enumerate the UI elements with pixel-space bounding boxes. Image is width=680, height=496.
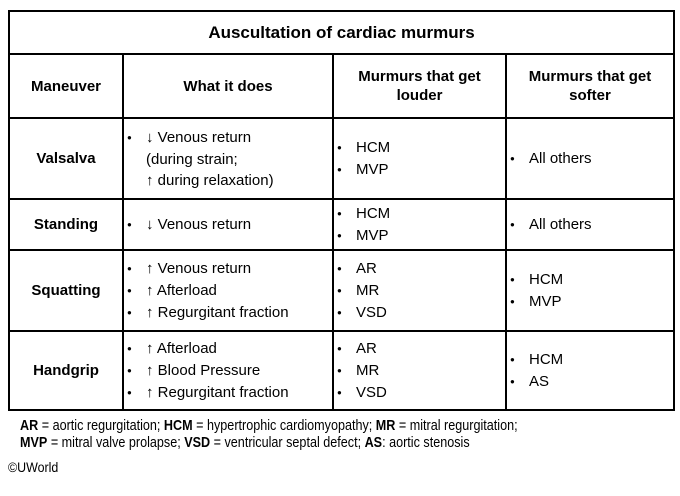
abbr-mvp: MVP xyxy=(20,433,48,451)
abbr-as-definition: : aortic stenosis xyxy=(382,433,470,451)
table-row-squatting: Squatting ↑ Venous return ↑ Afterload ↑ … xyxy=(8,249,676,332)
bullet-item: HCM xyxy=(334,137,505,159)
bullet-list: ↓ Venous return (during strain; ↑ during… xyxy=(124,127,332,191)
bullet-list: ↑ Venous return ↑ Afterload ↑ Regurgitan… xyxy=(124,258,332,324)
abbreviations-footnote: AR = aortic regurgitation; HCM = hypertr… xyxy=(20,417,675,452)
maneuver-cell: Valsalva xyxy=(8,117,124,200)
col-header-murmurs-softer: Murmurs that get softer xyxy=(504,53,676,119)
louder-cell: HCM MVP xyxy=(332,198,507,251)
what-it-does-cell: ↑ Venous return ↑ Afterload ↑ Regurgitan… xyxy=(122,249,334,332)
bullet-item: VSD xyxy=(334,382,505,404)
bullet-item: MR xyxy=(334,360,505,382)
bullet-item: MVP xyxy=(507,291,673,313)
louder-cell: AR MR VSD xyxy=(332,249,507,332)
softer-cell: All others xyxy=(504,198,676,251)
bullet-item: MVP xyxy=(334,225,505,247)
bullet-item: MVP xyxy=(334,159,505,181)
abbr-hcm-definition: = hypertrophic cardiomyopathy; xyxy=(192,417,376,434)
what-it-does-cell: ↓ Venous return xyxy=(122,198,334,251)
bullet-item: AS xyxy=(507,371,673,393)
bullet-item-continuation: ↑ during relaxation) xyxy=(146,171,274,189)
murmurs-table: Auscultation of cardiac murmurs Maneuver… xyxy=(7,10,676,411)
abbr-ar: AR xyxy=(20,417,39,434)
softer-cell: All others xyxy=(504,117,676,200)
maneuver-cell: Standing xyxy=(8,198,124,251)
bullet-item: AR xyxy=(334,338,505,360)
abbr-as: AS xyxy=(364,433,383,451)
bullet-item: VSD xyxy=(334,302,505,324)
bullet-item: HCM xyxy=(334,203,505,225)
table-title: Auscultation of cardiac murmurs xyxy=(7,10,676,55)
bullet-list: ↓ Venous return xyxy=(124,214,332,236)
softer-cell: HCM MVP xyxy=(504,249,676,332)
bullet-list: AR MR VSD xyxy=(334,338,505,404)
bullet-item: All others xyxy=(507,148,673,170)
bullet-item: ↑ Venous return xyxy=(124,258,332,280)
abbr-mr: MR xyxy=(375,417,396,434)
abbr-mvp-definition: = mitral valve prolapse; xyxy=(47,433,185,451)
bullet-item: ↑ Afterload xyxy=(124,338,332,360)
abbr-ar-definition: = aortic regurgitation; xyxy=(38,417,164,434)
bullet-list: HCM AS xyxy=(507,349,673,393)
bullet-list: HCM MVP xyxy=(507,269,673,313)
louder-cell: HCM MVP xyxy=(332,117,507,200)
title-row: Auscultation of cardiac murmurs xyxy=(7,10,676,55)
bullet-list: All others xyxy=(507,148,673,170)
maneuver-cell: Handgrip xyxy=(8,330,124,411)
abbr-hcm: HCM xyxy=(163,417,193,434)
abbr-vsd: VSD xyxy=(184,433,211,451)
bullet-list: HCM MVP xyxy=(334,203,505,247)
bullet-item: ↑ Afterload xyxy=(124,280,332,302)
bullet-list: AR MR VSD xyxy=(334,258,505,324)
softer-cell: HCM AS xyxy=(504,330,676,411)
bullet-item: HCM xyxy=(507,349,673,371)
col-header-what-it-does: What it does xyxy=(122,53,334,119)
footnote-line-2: MVP = mitral valve prolapse; VSD = ventr… xyxy=(20,433,675,452)
bullet-item: MR xyxy=(334,280,505,302)
bullet-list: HCM MVP xyxy=(334,137,505,181)
table-row-handgrip: Handgrip ↑ Afterload ↑ Blood Pressure ↑ … xyxy=(8,330,676,411)
bullet-item: ↑ Blood Pressure xyxy=(124,360,332,382)
table-row-standing: Standing ↓ Venous return HCM MVP All oth… xyxy=(8,198,676,251)
bullet-item: AR xyxy=(334,258,505,280)
abbr-vsd-definition: = ventricular septal defect; xyxy=(210,433,365,451)
col-header-maneuver: Maneuver xyxy=(8,53,124,119)
bullet-item-continuation: (during strain; xyxy=(146,150,238,168)
bullet-item: HCM xyxy=(507,269,673,291)
table-row-valsalva: Valsalva ↓ Venous return (during strain;… xyxy=(8,117,676,200)
header-row: Maneuver What it does Murmurs that get l… xyxy=(8,53,676,119)
footnote-line-1: AR = aortic regurgitation; HCM = hypertr… xyxy=(20,417,675,435)
bullet-item: All others xyxy=(507,214,673,236)
copyright: ©UWorld xyxy=(8,460,59,475)
what-it-does-cell: ↓ Venous return (during strain; ↑ during… xyxy=(122,117,334,200)
col-header-murmurs-louder: Murmurs that get louder xyxy=(332,53,507,119)
maneuver-cell: Squatting xyxy=(8,249,124,332)
bullet-item: ↓ Venous return xyxy=(124,214,332,236)
bullet-item: ↑ Regurgitant fraction xyxy=(124,302,332,324)
louder-cell: AR MR VSD xyxy=(332,330,507,411)
bullet-item: ↑ Regurgitant fraction xyxy=(124,382,332,404)
bullet-list: All others xyxy=(507,214,673,236)
abbr-mr-definition: = mitral regurgitation; xyxy=(395,417,518,434)
what-it-does-cell: ↑ Afterload ↑ Blood Pressure ↑ Regurgita… xyxy=(122,330,334,411)
bullet-list: ↑ Afterload ↑ Blood Pressure ↑ Regurgita… xyxy=(124,338,332,404)
bullet-item: ↓ Venous return xyxy=(124,127,332,149)
